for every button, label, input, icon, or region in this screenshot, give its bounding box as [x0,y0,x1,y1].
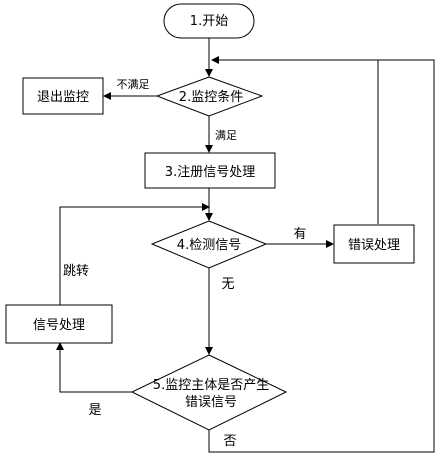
signal-handling-label: 信号处理 [33,318,85,333]
edge-label-has: 有 [293,227,306,242]
monitor-condition-label: 2.监控条件 [179,89,243,105]
register-signal-box [144,152,276,189]
error-handling-label: 错误处理 [348,238,400,253]
check-error-label-line2: 错误信号 [185,395,237,410]
check-error-label-line1: 5.监控主体是否产生 [153,378,269,393]
error-handling-box [333,224,415,264]
edge-label-jump: 跳转 [63,264,89,279]
edge-label-yes: 是 [88,403,101,418]
edge-label-not-satisfied: 不满足 [117,78,150,91]
detect-signal-diamond [150,220,268,269]
register-signal-label: 3.注册信号处理 [165,165,255,180]
start-node [163,3,255,39]
edge-label-none: 无 [221,277,234,292]
start-node-label: 1.开始 [190,14,228,29]
exit-monitor-box [22,77,104,115]
signal-handling-box [5,304,113,344]
edge-error-loop-back [211,56,379,224]
edge-signal-jump-back [59,203,210,305]
edge-check-no-loop-back [208,59,435,453]
check-error-diamond [130,354,288,431]
edge-check-to-signal [56,342,132,393]
edge-label-no: 否 [223,434,236,449]
edge-label-satisfied: 满足 [215,129,237,142]
exit-monitor-label: 退出监控 [37,90,89,105]
monitor-condition-diamond [155,76,264,117]
detect-signal-label: 4.检测信号 [177,238,241,253]
